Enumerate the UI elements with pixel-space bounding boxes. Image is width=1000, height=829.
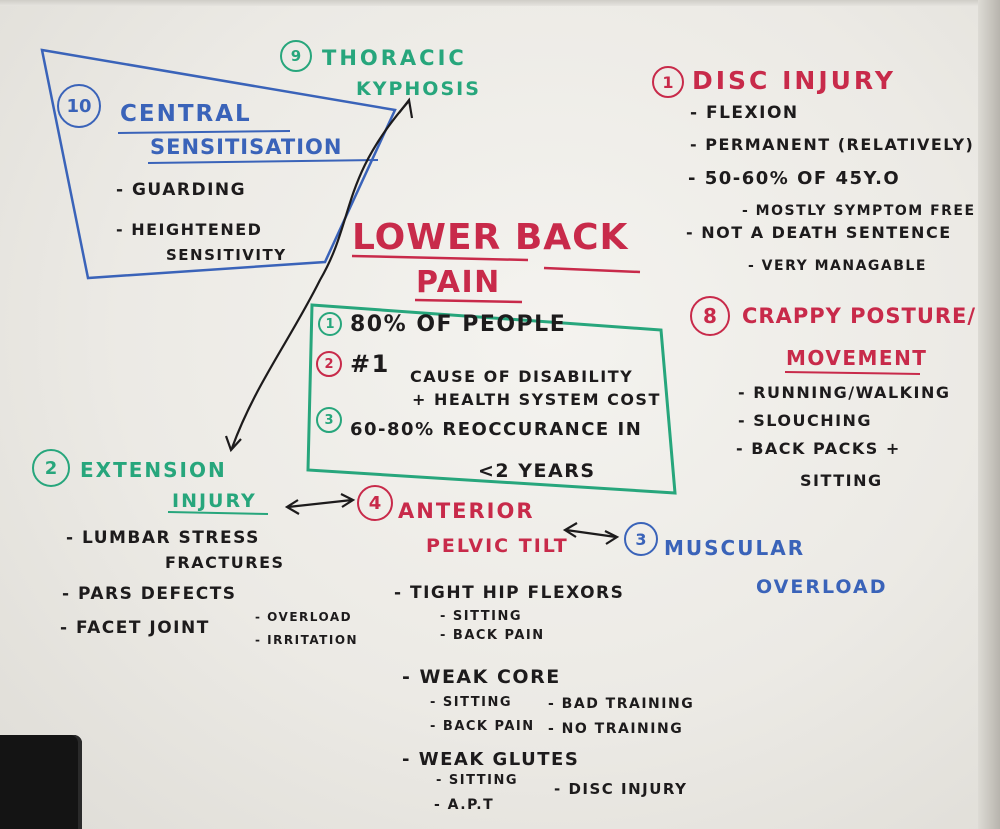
- extension-item-4: - FACET JOINT: [60, 618, 210, 638]
- muscular-number: 3: [624, 522, 658, 556]
- muscular-line-1: MUSCULAR: [664, 536, 806, 560]
- posture-item-4: SITTING: [800, 471, 883, 490]
- posture-heading-1: CRAPPY POSTURE/: [742, 304, 977, 328]
- muscular-line-2: OVERLOAD: [756, 576, 888, 598]
- thoracic-line-2: KYPHOSIS: [356, 78, 481, 100]
- central-item-2: - HEIGHTENED: [116, 220, 263, 239]
- am-head-right: [604, 530, 620, 545]
- ea-head-left: [284, 499, 300, 515]
- disc-item-4: - MOSTLY SYMPTOM FREE: [742, 203, 976, 219]
- disc-item-1: - FLEXION: [690, 103, 799, 123]
- posture-heading-2: MOVEMENT: [786, 346, 928, 370]
- anterior-item-3: - BACK PAIN: [440, 628, 545, 643]
- posture-item-3: - BACK PACKS +: [736, 439, 901, 458]
- posture-number: 8: [690, 296, 730, 336]
- disc-number: 1: [652, 66, 684, 98]
- title-underline-lower: [351, 254, 529, 262]
- title-line-1: LOWER BACK: [352, 217, 629, 258]
- anterior-item-11: - DISC INJURY: [554, 780, 688, 798]
- disc-item-6: - VERY MANAGABLE: [748, 258, 927, 274]
- disc-heading: DISC INJURY: [692, 66, 896, 95]
- extension-underline: [167, 511, 269, 515]
- central-item-3: SENSITIVITY: [166, 246, 287, 264]
- anterior-item-12: - A.P.T: [434, 797, 495, 813]
- posture-item-2: - SLOUCHING: [738, 411, 873, 430]
- stat-number-1: 1: [318, 312, 342, 336]
- anterior-item-7: - BACK PAIN: [430, 719, 535, 734]
- central-line-2: SENSITISATION: [150, 135, 343, 159]
- extension-anterior-arrow: [287, 498, 353, 509]
- board-top-frame: [0, 0, 1000, 6]
- extension-line-2: INJURY: [172, 490, 257, 512]
- whiteboard-eraser: [0, 735, 82, 829]
- anterior-item-10: - SITTING: [436, 773, 519, 788]
- stat-3-text: 60-80% REOCCURANCE IN: [350, 419, 643, 440]
- disc-item-5: - NOT A DEATH SENTENCE: [686, 223, 952, 242]
- anterior-item-2: - SITTING: [440, 609, 523, 624]
- stat-1-text: 80% OF PEOPLE: [350, 312, 567, 337]
- anterior-item-9: - WEAK GLUTES: [402, 749, 580, 770]
- anterior-muscular-arrow: [565, 528, 617, 539]
- am-head-left: [562, 522, 578, 538]
- stats-box-outline: [306, 303, 677, 495]
- anterior-item-6: - BAD TRAINING: [548, 696, 695, 712]
- title-line-2: PAIN: [416, 265, 501, 300]
- board-right-frame: [978, 0, 1000, 829]
- extension-line-1: EXTENSION: [80, 458, 227, 482]
- anterior-item-8: - NO TRAINING: [548, 721, 684, 737]
- central-underline-1: [117, 130, 291, 134]
- anterior-item-1: - TIGHT HIP FLEXORS: [394, 583, 625, 603]
- anterior-number: 4: [357, 485, 393, 521]
- extension-item-2: FRACTURES: [165, 553, 285, 572]
- posture-item-1: - RUNNING/WALKING: [738, 383, 951, 402]
- extension-item-3: - PARS DEFECTS: [62, 584, 237, 604]
- arrow-head-top: [398, 97, 414, 119]
- central-number: 10: [57, 84, 101, 128]
- ea-head-right: [340, 493, 356, 508]
- arrow-head-bottom: [224, 435, 242, 453]
- anterior-line-2: PELVIC TILT: [426, 535, 569, 557]
- anterior-item-4: - WEAK CORE: [402, 666, 561, 688]
- disc-item-2: - PERMANENT (RELATIVELY): [690, 135, 975, 154]
- stat-2-text-2: + HEALTH SYSTEM COST: [412, 390, 661, 409]
- extension-item-1: - LUMBAR STRESS: [66, 528, 260, 548]
- title-underline-back: [543, 266, 641, 274]
- thoracic-to-extension-arrow: [230, 101, 409, 449]
- central-underline-2: [147, 159, 379, 164]
- stat-2-text: CAUSE OF DISABILITY: [410, 367, 634, 386]
- title-underline-pain: [414, 298, 523, 304]
- stat-2-hash: #1: [350, 350, 390, 378]
- thoracic-number: 9: [280, 40, 312, 72]
- thoracic-line-1: THORACIC: [322, 46, 467, 70]
- posture-underline: [784, 371, 921, 375]
- central-item-1: - GUARDING: [116, 180, 247, 200]
- disc-item-3: - 50-60% OF 45Y.O: [688, 168, 901, 189]
- anterior-line-1: ANTERIOR: [398, 499, 535, 523]
- extension-number: 2: [32, 449, 70, 487]
- stat-number-2: 2: [316, 351, 342, 377]
- central-line-1: CENTRAL: [120, 101, 252, 127]
- central-box-outline: [40, 48, 397, 280]
- stat-number-3: 3: [316, 407, 342, 433]
- stat-3-text-2: <2 YEARS: [478, 460, 596, 482]
- extension-item-5: - OVERLOAD: [255, 610, 353, 624]
- extension-item-6: - IRRITATION: [255, 633, 359, 647]
- anterior-item-5: - SITTING: [430, 695, 513, 710]
